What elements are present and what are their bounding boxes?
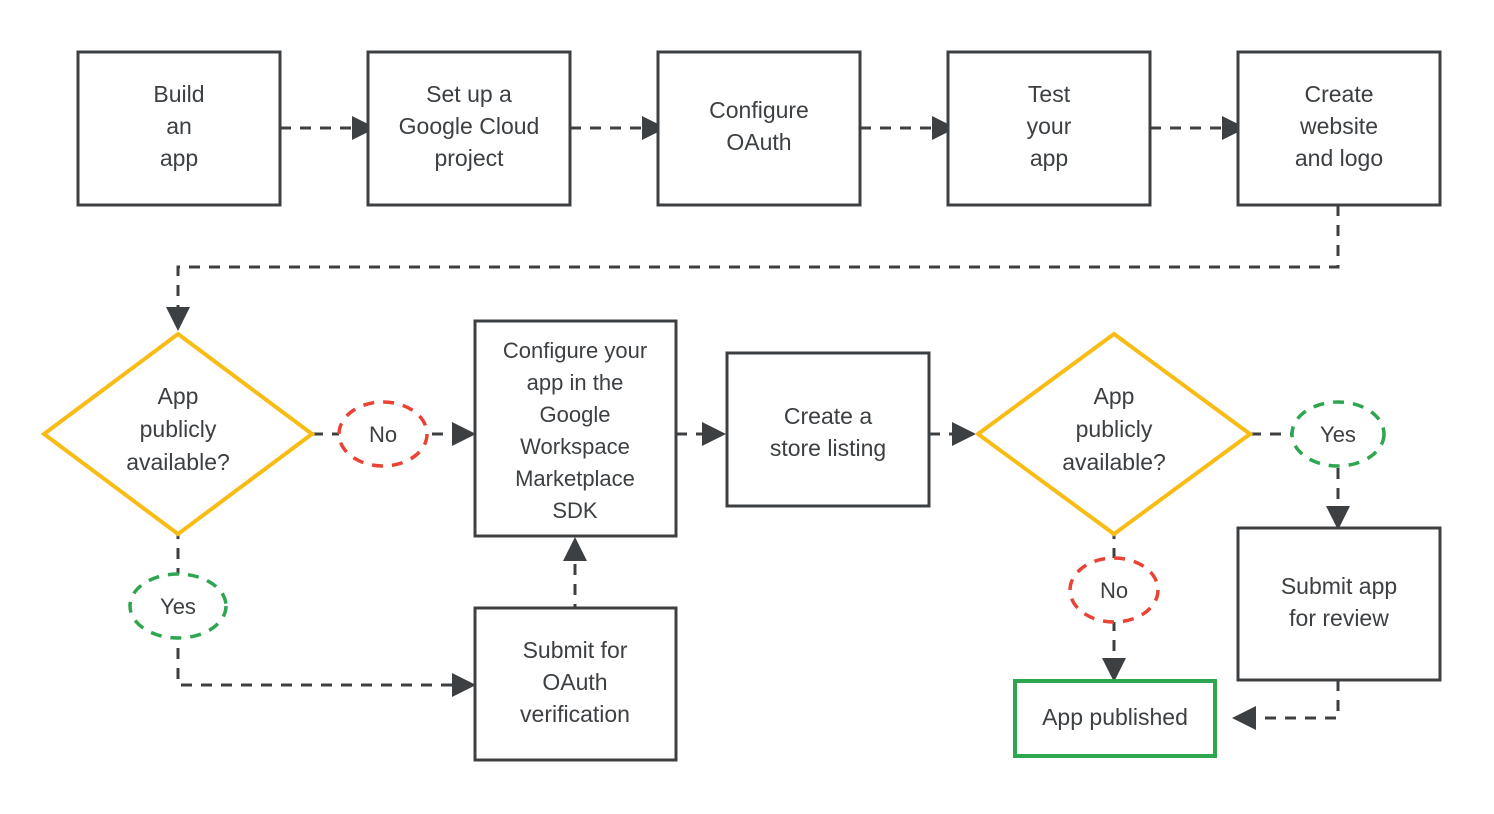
arrowhead-icon bbox=[1232, 706, 1256, 730]
node-build-an-app-line-3: app bbox=[160, 145, 198, 171]
edge-gcp-project-to-configure-oauth bbox=[570, 116, 666, 140]
node-marketplace-sdk-line-1: Configure your bbox=[503, 338, 647, 363]
node-marketplace-sdk-line-2: app in the bbox=[527, 370, 624, 395]
node-build-an-app[interactable]: Build an app bbox=[76, 50, 282, 207]
node-create-store-listing-line-1: Create a bbox=[784, 403, 872, 429]
edge-decision-two-yes-to-submit-review bbox=[1250, 432, 1350, 530]
node-decision-two-line-1: App bbox=[1094, 383, 1135, 409]
node-configure-oauth[interactable]: Configure OAuth bbox=[656, 50, 862, 207]
edge-website-logo-to-decision-one bbox=[166, 205, 1340, 331]
node-setup-google-cloud-project-line-3: project bbox=[434, 145, 504, 171]
arrowhead-icon bbox=[702, 422, 726, 446]
node-setup-google-cloud-project-line-1: Set up a bbox=[426, 81, 512, 107]
node-decision-one-line-1: App bbox=[158, 383, 199, 409]
node-marketplace-sdk-line-6: SDK bbox=[552, 498, 598, 523]
node-configure-oauth-line-1: Configure bbox=[709, 97, 809, 123]
node-configure-marketplace-sdk[interactable]: Configure your app in the Google Workspa… bbox=[473, 319, 678, 538]
arrowhead-icon bbox=[1222, 116, 1246, 140]
edge-build-app-to-gcp-project bbox=[280, 116, 376, 140]
node-marketplace-sdk-line-3: Google bbox=[540, 402, 611, 427]
node-decision-app-publicly-available-one[interactable]: App publicly available? bbox=[40, 331, 316, 537]
branch-label-decision-two-no: No bbox=[1068, 556, 1160, 624]
node-create-store-listing[interactable]: Create a store listing bbox=[725, 351, 931, 508]
edge-oauth-verification-to-marketplace-sdk bbox=[563, 537, 587, 615]
node-decision-one-line-2: publicly bbox=[140, 416, 217, 442]
node-create-website-and-logo-line-1: Create bbox=[1304, 81, 1373, 107]
node-marketplace-sdk-line-4: Workspace bbox=[520, 434, 630, 459]
branch-label-decision-one-yes-text: Yes bbox=[160, 594, 196, 619]
arrowhead-icon bbox=[452, 422, 476, 446]
node-oauth-verification-line-1: Submit for bbox=[523, 637, 628, 663]
arrowhead-icon bbox=[952, 422, 976, 446]
node-submit-app-for-review[interactable]: Submit app for review bbox=[1236, 526, 1442, 682]
node-test-your-app[interactable]: Test your app bbox=[946, 50, 1152, 207]
node-configure-oauth-line-2: OAuth bbox=[726, 129, 791, 155]
branch-label-decision-two-no-text: No bbox=[1100, 578, 1128, 603]
node-build-an-app-line-1: Build bbox=[153, 81, 204, 107]
edge-marketplace-sdk-to-store-listing bbox=[676, 422, 726, 446]
edge-configure-oauth-to-test-app bbox=[860, 116, 956, 140]
branch-label-decision-one-no: No bbox=[337, 400, 429, 468]
branch-label-decision-one-yes: Yes bbox=[128, 572, 228, 640]
arrowhead-icon bbox=[932, 116, 956, 140]
arrowhead-icon bbox=[642, 116, 666, 140]
edge-test-app-to-website-logo bbox=[1150, 116, 1246, 140]
edge-decision-one-no-to-marketplace-sdk bbox=[312, 422, 476, 446]
node-build-an-app-line-2: an bbox=[166, 113, 192, 139]
node-create-website-and-logo-line-3: and logo bbox=[1295, 145, 1383, 171]
node-decision-one-line-3: available? bbox=[126, 449, 230, 475]
node-oauth-verification-line-3: verification bbox=[520, 701, 630, 727]
edge-decision-one-yes-to-oauth-verification bbox=[176, 528, 476, 697]
node-app-published-label: App published bbox=[1042, 704, 1188, 730]
node-create-store-listing-line-2: store listing bbox=[770, 435, 886, 461]
node-create-website-and-logo[interactable]: Create website and logo bbox=[1236, 50, 1442, 207]
arrowhead-icon bbox=[1326, 506, 1350, 530]
node-app-published[interactable]: App published bbox=[1013, 679, 1217, 758]
edge-submit-review-to-app-published bbox=[1232, 680, 1340, 730]
node-setup-google-cloud-project[interactable]: Set up a Google Cloud project bbox=[366, 50, 572, 207]
node-test-your-app-line-3: app bbox=[1030, 145, 1068, 171]
node-setup-google-cloud-project-line-2: Google Cloud bbox=[399, 113, 540, 139]
arrowhead-icon bbox=[452, 673, 476, 697]
node-test-your-app-line-1: Test bbox=[1028, 81, 1071, 107]
arrowhead-icon bbox=[563, 537, 587, 561]
branch-label-decision-one-no-text: No bbox=[369, 422, 397, 447]
arrowhead-icon bbox=[352, 116, 376, 140]
node-decision-app-publicly-available-two[interactable]: App publicly available? bbox=[974, 331, 1254, 537]
node-submit-oauth-verification[interactable]: Submit for OAuth verification bbox=[473, 606, 678, 762]
arrowhead-icon bbox=[1102, 658, 1126, 682]
edge-store-listing-to-decision-two bbox=[929, 422, 976, 446]
arrowhead-icon bbox=[166, 307, 190, 331]
node-submit-app-for-review-line-2: for review bbox=[1289, 605, 1389, 631]
branch-label-decision-two-yes-text: Yes bbox=[1320, 422, 1356, 447]
node-decision-two-line-3: available? bbox=[1062, 449, 1166, 475]
branch-label-decision-two-yes: Yes bbox=[1290, 400, 1386, 468]
node-submit-app-for-review-line-1: Submit app bbox=[1281, 573, 1397, 599]
node-decision-two-line-2: publicly bbox=[1076, 416, 1153, 442]
node-marketplace-sdk-line-5: Marketplace bbox=[515, 466, 635, 491]
node-oauth-verification-line-2: OAuth bbox=[542, 669, 607, 695]
node-create-website-and-logo-line-2: website bbox=[1299, 113, 1378, 139]
node-test-your-app-line-2: your bbox=[1027, 113, 1072, 139]
